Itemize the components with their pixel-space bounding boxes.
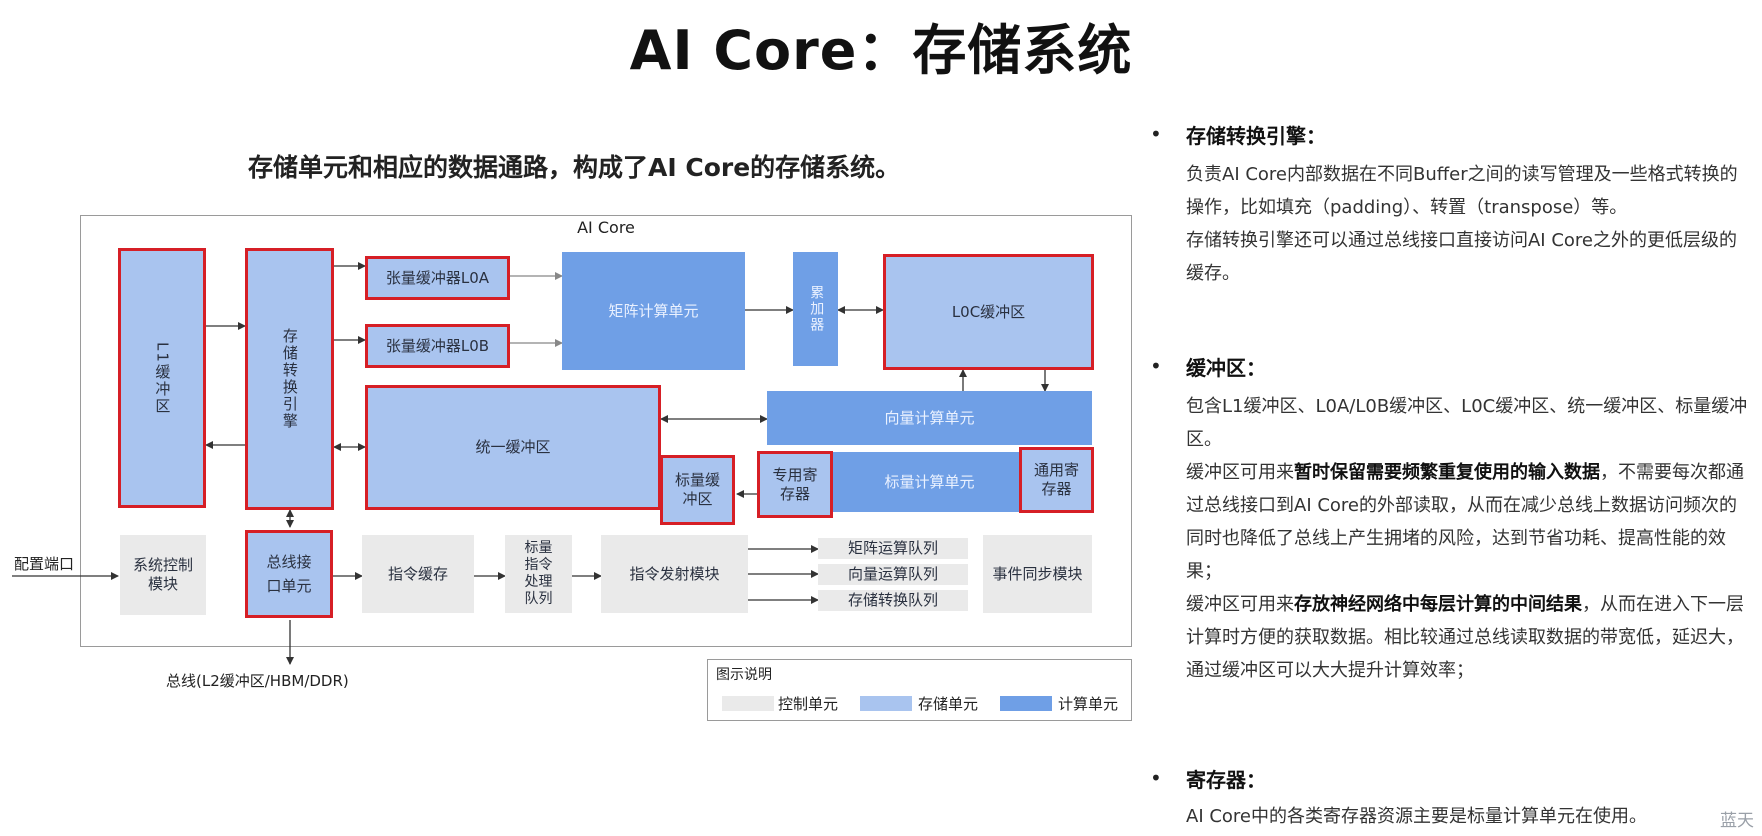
vector-unit: 向量计算单元 (767, 391, 1092, 445)
accumulator: 累加器 (793, 252, 838, 366)
system-control-module: 系统控制模块 (120, 535, 206, 615)
slide-title: AI Core：存储系统 (629, 19, 1133, 82)
event-sync-module: 事件同步模块 (983, 535, 1092, 613)
cube-unit: 矩阵计算单元 (562, 252, 745, 370)
legend-label-storage: 存储单元 (918, 695, 979, 713)
note-title: 存储转换引擎： (1186, 124, 1326, 148)
note-emphasis: 存放神经网络中每层计算的中间结果 (1294, 594, 1582, 615)
note-paragraph: 负责AI Core内部数据在不同Buffer之间的读写管理及一些格式转换的操作，… (1186, 164, 1738, 218)
mte-queue: 存储转换队列 (818, 590, 968, 611)
note-text: 缓冲区可用来 (1186, 462, 1294, 483)
note-body: AI Core中的各类寄存器资源主要是标量计算单元在使用。 (1186, 800, 1752, 833)
note-emphasis: 暂时保留需要频繁重复使用的输入数据 (1294, 462, 1600, 483)
bullet-icon: • (1150, 122, 1162, 146)
note-paragraph: 缓冲区可用来暂时保留需要频繁重复使用的输入数据，不需要每次都通过总线接口到AI … (1186, 456, 1752, 588)
unified-buffer: 统一缓冲区 (365, 385, 661, 510)
l1-buffer: L1缓冲区 (118, 248, 206, 508)
instruction-cache: 指令缓存 (362, 535, 474, 613)
l0c-buffer: L0C缓冲区 (883, 254, 1094, 370)
general-purpose-register: 通用寄存器 (1019, 447, 1094, 513)
l0b-buffer: 张量缓冲器L0B (365, 324, 510, 368)
cube-queue: 矩阵运算队列 (818, 538, 968, 559)
note-title: 寄存器： (1186, 768, 1266, 792)
legend-title: 图示说明 (716, 667, 772, 683)
legend-swatch-compute (1000, 696, 1052, 711)
special-purpose-register: 专用寄存器 (757, 451, 833, 518)
note-text: ，不需要每次都通过总线接口到AI Core的外部读取，从而在减少总线上数据访问频… (1186, 462, 1744, 582)
legend-swatch-control (722, 696, 774, 711)
note-body: 负责AI Core内部数据在不同Buffer之间的读写管理及一些格式转换的操作，… (1186, 158, 1752, 290)
ai-core-label: AI Core (577, 218, 635, 237)
storage-transfer-engine: 存储转换引擎 (245, 248, 334, 510)
vector-queue: 向量运算队列 (818, 564, 968, 585)
slide-subtitle: 存储单元和相应的数据通路，构成了AI Core的存储系统。 (248, 153, 901, 182)
note-body: 包含L1缓冲区、L0A/L0B缓冲区、L0C缓冲区、统一缓冲区、标量缓冲区。 缓… (1186, 390, 1752, 687)
bus-label: 总线(L2缓冲区/HBM/DDR) (166, 672, 349, 690)
note-paragraph: 存储转换引擎还可以通过总线接口直接访问AI Core之外的更低层级的缓存。 (1186, 230, 1738, 284)
note-paragraph: 缓冲区可用来存放神经网络中每层计算的中间结果，从而在进入下一层计算时方便的获取数… (1186, 588, 1752, 687)
legend: 图示说明 控制单元 存储单元 计算单元 (707, 659, 1132, 721)
l0a-buffer: 张量缓冲器L0A (365, 256, 510, 300)
bullet-icon: • (1150, 766, 1162, 790)
note-text: ，从而在进入下一层计算时方便的获取数据。相比较通过总线读取数据的带宽低，延迟大，… (1186, 594, 1744, 681)
legend-swatch-storage (860, 696, 912, 711)
note-text: 缓冲区可用来 (1186, 594, 1294, 615)
scalar-buffer: 标量缓冲区 (660, 455, 735, 525)
bullet-icon: • (1150, 354, 1162, 378)
scalar-instruction-queue: 标量指令处理队列 (505, 535, 572, 613)
config-port-label: 配置端口 (14, 555, 75, 573)
scalar-unit-label: 标量计算单元 (884, 472, 975, 491)
legend-label-compute: 计算单元 (1058, 695, 1119, 713)
bus-interface-unit: 总线接口单元 (245, 530, 333, 618)
watermark: 蓝天 (1720, 811, 1754, 831)
note-title: 缓冲区： (1186, 356, 1266, 380)
instruction-dispatch: 指令发射模块 (601, 535, 748, 613)
legend-label-control: 控制单元 (778, 695, 839, 713)
note-paragraph: 包含L1缓冲区、L0A/L0B缓冲区、L0C缓冲区、统一缓冲区、标量缓冲区。 (1186, 396, 1748, 450)
note-paragraph: AI Core中的各类寄存器资源主要是标量计算单元在使用。 (1186, 806, 1648, 827)
